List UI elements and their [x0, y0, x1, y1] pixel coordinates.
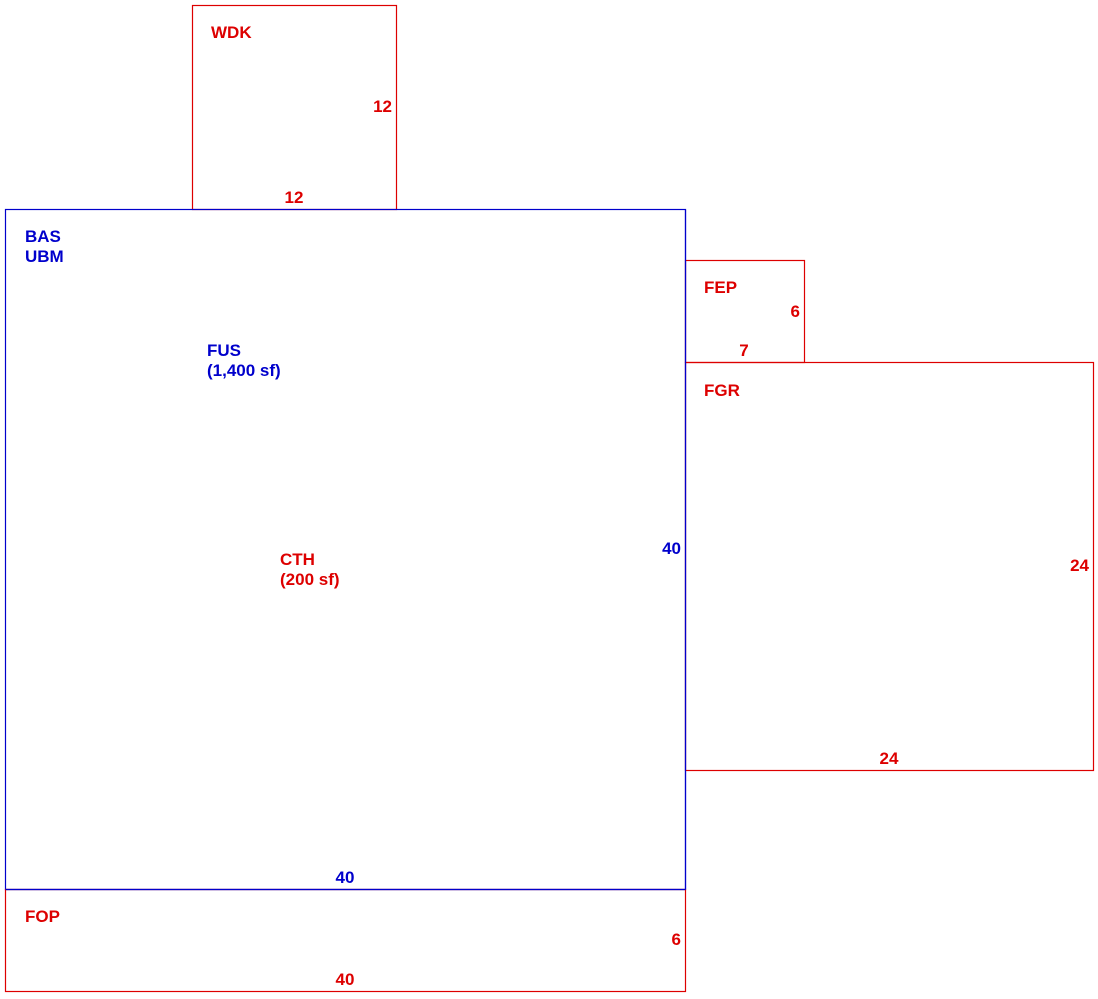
fgr-code-label: FGR: [704, 381, 740, 400]
bas-bottom-dimension: 40: [336, 868, 355, 887]
cth-code-label: CTH: [280, 550, 315, 569]
cth-area-label: (200 sf): [280, 570, 340, 589]
fop-right-dimension: 6: [672, 930, 681, 949]
fep-right-dimension: 6: [791, 302, 800, 321]
fgr-right-dimension: 24: [1070, 556, 1089, 575]
bas-outline: [4, 208, 687, 891]
fep-bottom-dimension: 7: [739, 341, 748, 360]
wdk-right-dimension: 12: [373, 97, 392, 116]
fus-area-label: (1,400 sf): [207, 361, 281, 380]
fgr-outline: [684, 361, 1095, 772]
wdk-bottom-dimension: 12: [285, 188, 304, 207]
fep-code-label: FEP: [704, 278, 737, 297]
fop-code-label: FOP: [25, 907, 60, 926]
fgr-bottom-dimension: 24: [880, 749, 899, 768]
wdk-code-label: WDK: [211, 23, 252, 42]
bas-code-label: BAS: [25, 227, 61, 246]
bas-right-dimension: 40: [662, 539, 681, 558]
fop-bottom-dimension: 40: [336, 970, 355, 989]
ubm-code-label: UBM: [25, 247, 64, 266]
fus-code-label: FUS: [207, 341, 241, 360]
